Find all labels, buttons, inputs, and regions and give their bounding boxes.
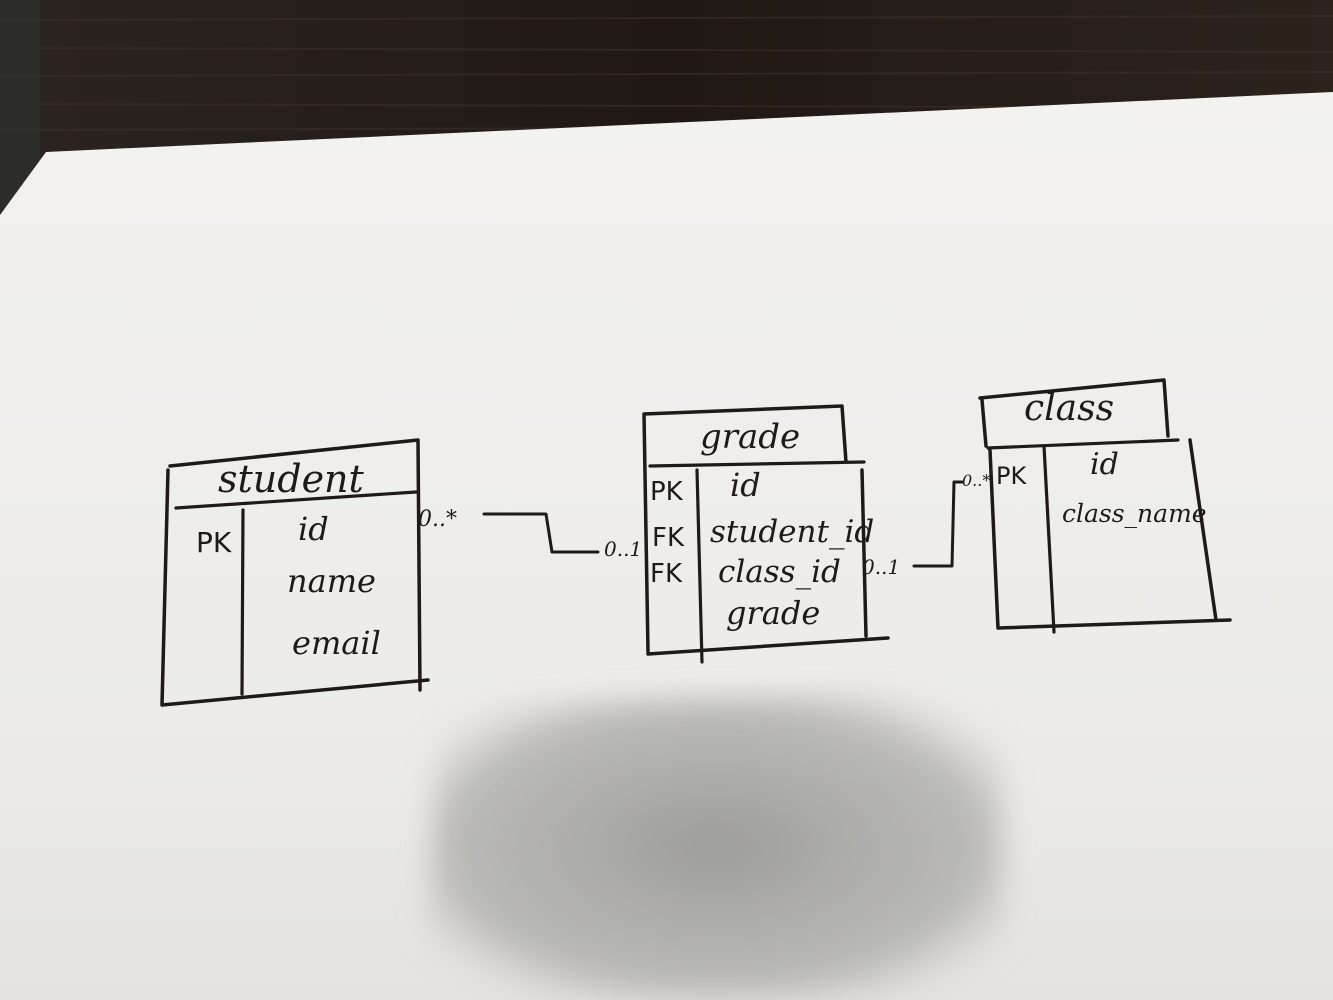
class-field-id: id [1090,447,1119,482]
relationship-student-grade: 0..* 0..1 [418,507,642,561]
student-table: student PK id name email [160,438,430,707]
grade-key-1: PK [650,477,684,507]
photo-shadow [420,690,1010,1000]
relationship-student-grade-from-label: 0..* [418,507,457,532]
relationship-line-grade-class [912,480,964,568]
grade-field-student-id: student_id [710,514,874,550]
class-pk-label: PK [996,462,1027,490]
relationship-student-grade-to-label: 0..1 [604,537,642,561]
student-field-name: name [287,562,376,600]
grade-table: grade PK FK FK id student_id class_id gr… [642,404,890,664]
class-table-column-divider [1042,444,1056,634]
class-table-title: class [1024,388,1114,429]
relationship-grade-class: 0..1 0..* [862,471,990,579]
student-pk-label: PK [196,526,232,559]
student-table-border [160,438,430,707]
grade-table-title-divider [648,460,866,468]
grade-field-grade: grade [726,594,820,632]
grade-table-border [642,404,890,656]
relationship-grade-class-to-label: 0..* [962,471,990,490]
class-table-title-divider [986,438,1180,450]
grade-key-3: FK [650,559,683,589]
class-field-class-name: class_name [1062,499,1207,528]
student-table-column-divider [240,508,245,696]
grade-field-id: id [730,466,761,504]
wood-grain [0,15,1333,131]
student-field-email: email [292,624,381,662]
student-table-title-divider [174,490,418,510]
grade-field-class-id: class_id [718,554,841,590]
class-table-border [978,378,1232,630]
grade-table-column-divider [695,468,704,664]
relationship-line-student-grade [482,512,600,554]
grade-table-title: grade [700,417,800,457]
class-table: class PK id class_name [978,378,1232,634]
student-field-id: id [298,510,329,548]
relationship-grade-class-from-label: 0..1 [862,555,900,579]
grade-key-2: FK [652,523,685,553]
student-table-title: student [218,457,365,501]
